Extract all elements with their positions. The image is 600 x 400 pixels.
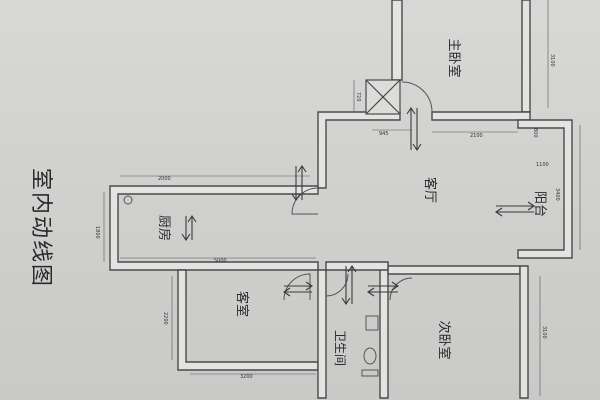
walls	[109, 0, 573, 399]
dimension-lines	[103, 0, 581, 396]
guest-door-arc	[283, 273, 311, 301]
arrow-bath	[341, 265, 357, 305]
dim-door-run: 945	[379, 131, 389, 137]
fixtures	[123, 195, 379, 377]
label-bathroom: 卫生间	[333, 330, 347, 366]
arrow-guest	[283, 281, 313, 297]
dim-balcony-side: 3400	[554, 188, 560, 201]
dim-living-top: 2100	[470, 133, 483, 139]
arrow-kitchen-horizontal	[291, 165, 307, 201]
arrow-balcony	[495, 201, 535, 217]
balcony-wall	[517, 119, 573, 259]
living-room-top-wall-right	[431, 111, 531, 121]
arrow-kitchen	[181, 215, 197, 241]
second-bedroom-top-wall	[387, 265, 521, 275]
dim-shaft: 720	[355, 92, 361, 102]
toilet	[363, 347, 377, 365]
dim-kitchen-left: 1800	[94, 226, 100, 239]
label-kitchen: 厨房	[156, 215, 172, 241]
label-balcony: 阳台	[532, 191, 547, 217]
living-bottom-wall	[325, 261, 389, 271]
circulation-arrows	[181, 107, 535, 305]
master-bedroom-right-wall	[521, 0, 531, 113]
kitchen-sink	[123, 195, 133, 205]
dim-guest-bottom: 3200	[240, 374, 253, 380]
bathroom-wall	[317, 269, 327, 399]
dim-second-right: 3100	[541, 326, 547, 339]
bath-sink	[365, 315, 379, 331]
bath-door-arc	[325, 273, 349, 297]
living-room-top-wall	[317, 111, 401, 189]
dim-guest-left: 2200	[162, 312, 168, 325]
dim-balcony-top: 800	[532, 128, 538, 138]
arrow-second	[367, 281, 399, 297]
label-second-bedroom: 次卧室	[436, 320, 452, 359]
dim-balcony-mid: 1100	[536, 162, 549, 168]
label-master-bedroom: 主卧室	[446, 38, 462, 77]
dim-kitchen-top: 2000	[158, 176, 171, 182]
arrow-master	[406, 107, 422, 151]
bath-bedroom-divider	[379, 267, 389, 399]
toilet-tank	[361, 369, 379, 377]
second-bedroom-right-wall	[519, 265, 529, 399]
master-door-arc	[401, 81, 433, 113]
label-guest-room: 客室	[234, 291, 250, 317]
diagram-title: 室内动线图	[28, 168, 53, 288]
dim-master-right: 3100	[549, 54, 555, 67]
dim-kitchen-bottom: 5000	[214, 258, 227, 264]
guest-room-wall	[177, 269, 319, 371]
label-living-room: 客厅	[422, 177, 438, 203]
master-bedroom-wall	[391, 0, 403, 81]
shaft	[365, 79, 401, 115]
